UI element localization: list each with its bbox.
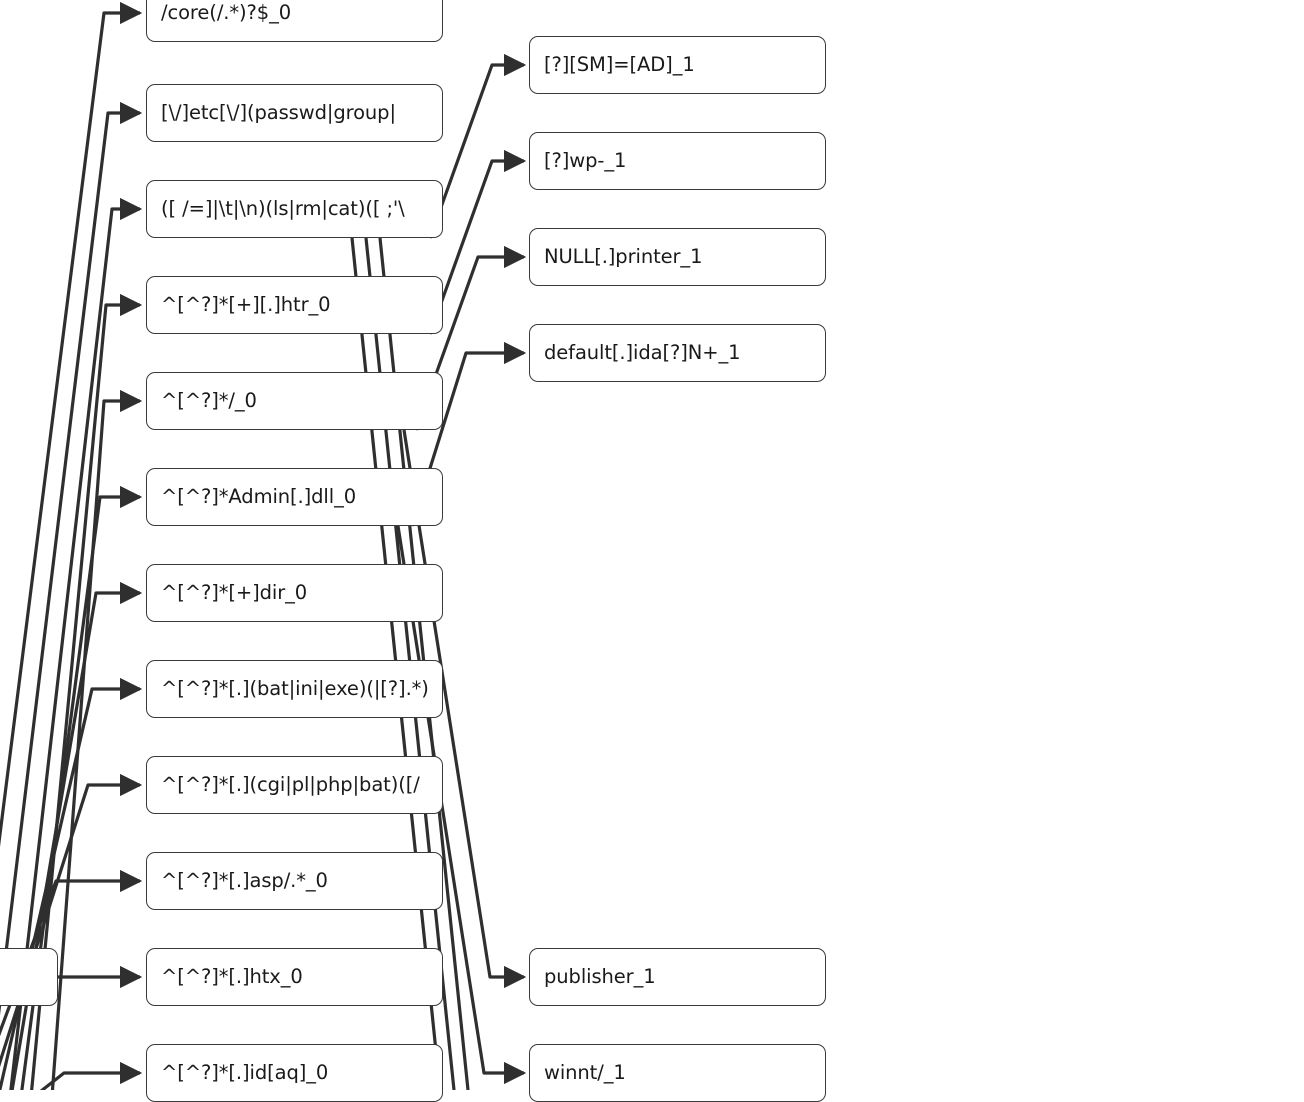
node-label: [?][SM]=[AD]_1 — [544, 52, 695, 76]
node-label: ^[^?]*[.](cgi|pl|php|bat)([/ — [161, 772, 420, 796]
edge-cmd-to-smad — [428, 53, 527, 239]
node-core[interactable]: /core(/.*)?$_0 — [146, 0, 443, 42]
node-label: ^[^?]*[.]id[aq]_0 — [161, 1060, 329, 1084]
node-asp[interactable]: ^[^?]*[.]asp/.*_0 — [146, 852, 443, 910]
node-sm-ad[interactable]: [?][SM]=[AD]_1 — [529, 36, 826, 94]
node-default-ida[interactable]: default[.]ida[?]N+_1 — [529, 324, 826, 382]
node-id-aq[interactable]: ^[^?]*[.]id[aq]_0 — [146, 1044, 443, 1102]
node-null-printer[interactable]: NULL[.]printer_1 — [529, 228, 826, 286]
node-label: publisher_1 — [544, 964, 656, 988]
node-label: /core(/.*)?$_0 — [161, 0, 292, 24]
node-partial-left[interactable] — [0, 948, 58, 1006]
node-ls-rm-cat[interactable]: ([ /=]|\t|\n)(ls|rm|cat)([ ;'\ — [146, 180, 443, 238]
node-label: default[.]ida[?]N+_1 — [544, 340, 741, 364]
node-slash[interactable]: ^[^?]*/_0 — [146, 372, 443, 430]
edge-source-to-idaq — [39, 1061, 143, 1090]
node-label: ^[^?]*Admin[.]dll_0 — [161, 484, 357, 508]
node-label: [?]wp-_1 — [544, 148, 627, 172]
node-label: winnt/_1 — [544, 1060, 626, 1084]
node-htr[interactable]: ^[^?]*[+][.]htr_0 — [146, 276, 443, 334]
node-label: ^[^?]*/_0 — [161, 388, 257, 412]
node-htx[interactable]: ^[^?]*[.]htx_0 — [146, 948, 443, 1006]
edge-source-to-etc — [0, 101, 143, 1016]
node-label: ^[^?]*[.]htx_0 — [161, 964, 303, 988]
node-admin-dll[interactable]: ^[^?]*Admin[.]dll_0 — [146, 468, 443, 526]
node-winnt[interactable]: winnt/_1 — [529, 1044, 826, 1102]
node-cgi-pl-php-bat[interactable]: ^[^?]*[.](cgi|pl|php|bat)([/ — [146, 756, 443, 814]
edge-source-to-core — [0, 1, 143, 847]
node-label: ^[^?]*[.](bat|ini|exe)(|[?].*) — [161, 676, 429, 700]
edge-source-to-cgi — [0, 773, 143, 1068]
node-label: NULL[.]printer_1 — [544, 244, 703, 268]
node-wp[interactable]: [?]wp-_1 — [529, 132, 826, 190]
node-label: ^[^?]*[+][.]htr_0 — [161, 292, 331, 316]
node-etc-passwd-group[interactable]: [\/]etc[\/](passwd|group| — [146, 84, 443, 142]
node-bat-ini-exe[interactable]: ^[^?]*[.](bat|ini|exe)(|[?].*) — [146, 660, 443, 718]
node-label: ^[^?]*[.]asp/.*_0 — [161, 868, 328, 892]
node-publisher[interactable]: publisher_1 — [529, 948, 826, 1006]
edge-source-to-dir — [10, 581, 143, 1090]
node-label: [\/]etc[\/](passwd|group| — [161, 100, 396, 124]
edge-source-to-slash — [50, 389, 143, 1090]
edge-source-to-bat — [0, 677, 143, 1090]
node-label: ([ /=]|\t|\n)(ls|rm|cat)([ ;'\ — [161, 196, 405, 220]
node-label: ^[^?]*[+]dir_0 — [161, 580, 308, 604]
edge-htr-to-wp — [428, 149, 527, 335]
node-plus-dir[interactable]: ^[^?]*[+]dir_0 — [146, 564, 443, 622]
